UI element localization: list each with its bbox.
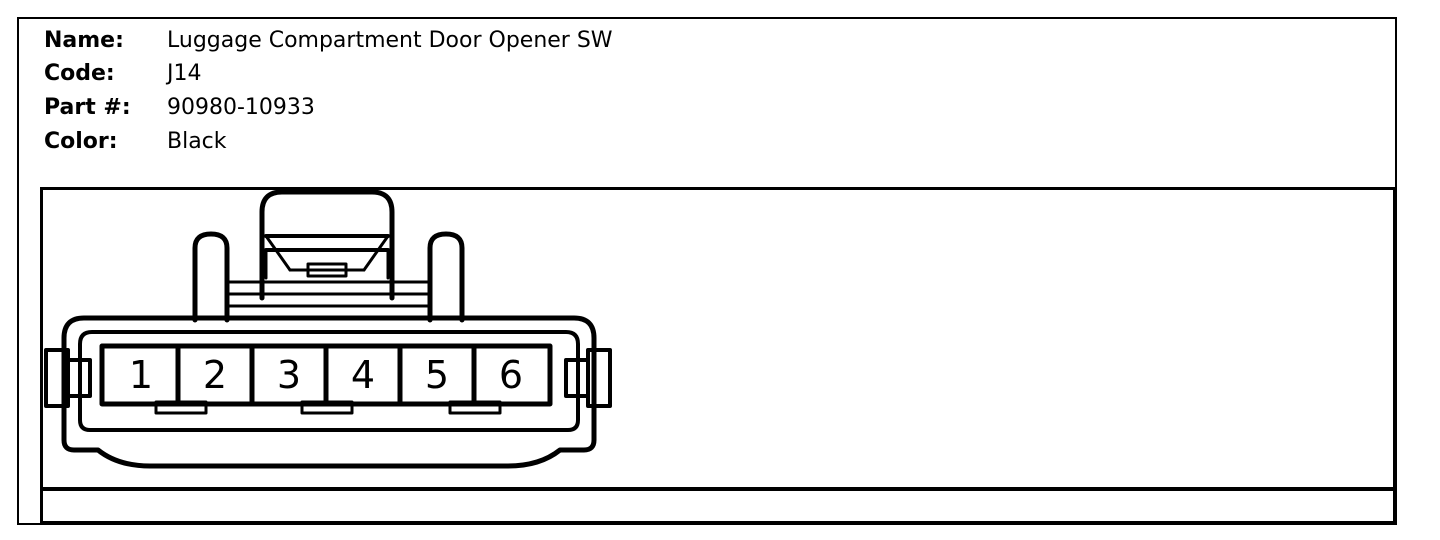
pin-number-1: 1 [129,353,153,397]
part-label: Part #: [44,95,131,120]
code-label: Code: [44,61,115,86]
diagram-footer-divider [40,487,1396,491]
connector-info-frame [17,17,1397,525]
name-label: Name: [44,28,124,53]
name-value: Luggage Compartment Door Opener SW [167,28,613,53]
connector-housing-inner [78,330,580,432]
left-guide-post [192,231,230,323]
color-label: Color: [44,129,118,154]
color-value: Black [167,129,227,154]
bottom-key [154,400,208,415]
pin-group: 1 2 3 4 5 6 [129,346,523,404]
pin-number-2: 2 [203,353,227,397]
pin-number-6: 6 [499,353,523,397]
latch-tab [306,262,348,278]
connector-latch [259,189,395,301]
part-value: 90980-10933 [167,95,315,120]
pin-number-5: 5 [425,353,449,397]
right-side-lock [586,348,612,408]
code-value: J14 [167,61,202,86]
pin-number-3: 3 [277,353,301,397]
connector-diagram-box [40,187,1396,524]
pin-number-4: 4 [351,353,375,397]
connector-housing-outer [61,315,597,469]
right-guide-post [427,231,465,323]
